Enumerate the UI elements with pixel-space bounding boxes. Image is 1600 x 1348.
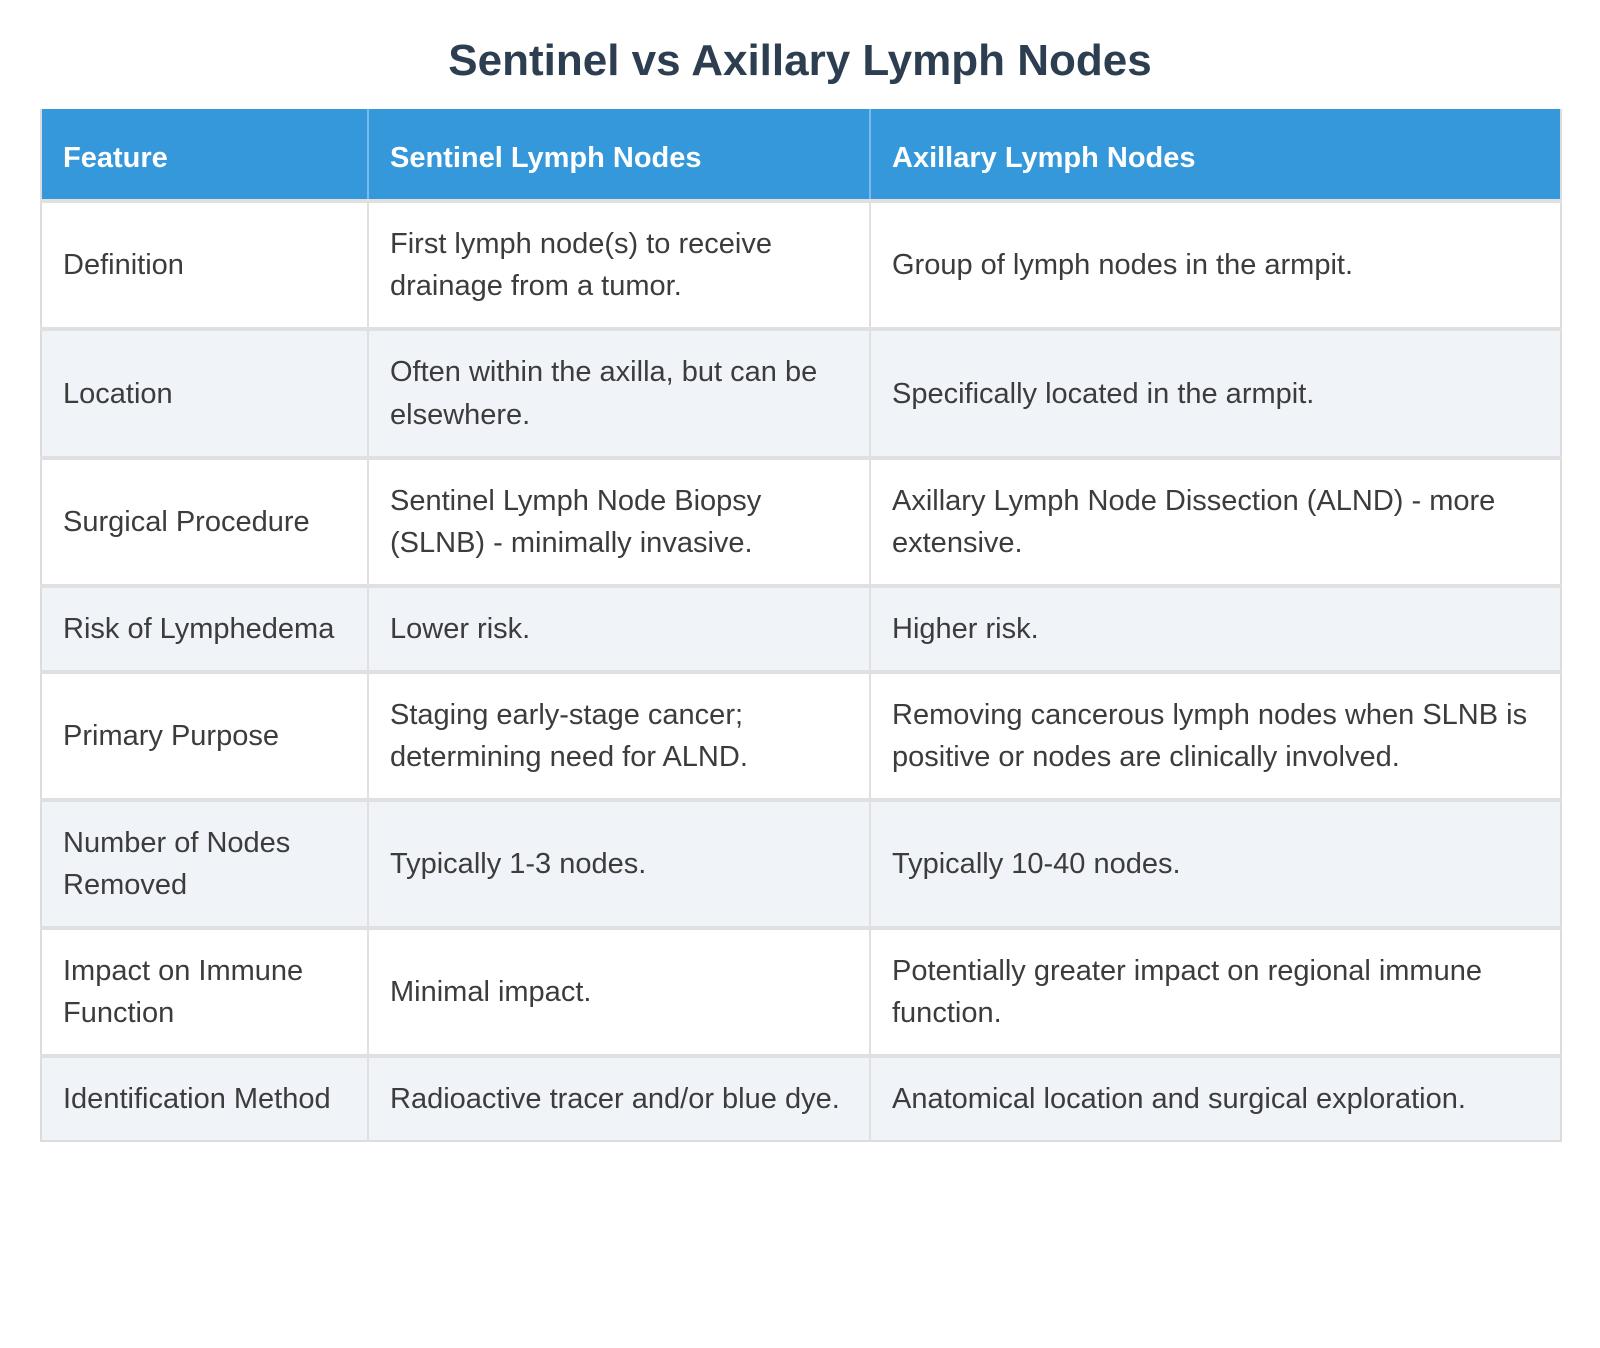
table-row: Impact on Immune Function Minimal impact… [41,925,1561,1056]
sentinel-cell: Staging early-stage cancer; determining … [367,669,870,800]
comparison-table: Feature Sentinel Lymph Nodes Axillary Ly… [40,108,1562,1143]
table-body: Definition First lymph node(s) to receiv… [41,199,1561,1142]
feature-cell: Definition [41,199,368,330]
table-row: Primary Purpose Staging early-stage canc… [41,669,1561,800]
feature-cell: Surgical Procedure [41,455,368,586]
sentinel-cell: Sentinel Lymph Node Biopsy (SLNB) - mini… [367,455,870,586]
sentinel-cell: Often within the axilla, but can be else… [367,327,870,458]
axillary-cell: Potentially greater impact on regional i… [869,925,1561,1056]
axillary-cell: Group of lymph nodes in the armpit. [869,199,1561,330]
feature-cell: Impact on Immune Function [41,925,368,1056]
table-row: Number of Nodes Removed Typically 1-3 no… [41,797,1561,928]
column-header-axillary: Axillary Lymph Nodes [869,108,1561,202]
axillary-cell: Typically 10-40 nodes. [869,797,1561,928]
axillary-cell: Anatomical location and surgical explora… [869,1053,1561,1142]
feature-cell: Risk of Lymphedema [41,583,368,672]
table-row: Identification Method Radioactive tracer… [41,1053,1561,1142]
axillary-cell: Specifically located in the armpit. [869,327,1561,458]
table-row: Definition First lymph node(s) to receiv… [41,199,1561,330]
feature-cell: Identification Method [41,1053,368,1142]
axillary-cell: Higher risk. [869,583,1561,672]
sentinel-cell: First lymph node(s) to receive drainage … [367,199,870,330]
sentinel-cell: Radioactive tracer and/or blue dye. [367,1053,870,1142]
table-row: Location Often within the axilla, but ca… [41,327,1561,458]
column-header-sentinel: Sentinel Lymph Nodes [367,108,870,202]
sentinel-cell: Minimal impact. [367,925,870,1056]
feature-cell: Location [41,327,368,458]
header-row: Feature Sentinel Lymph Nodes Axillary Ly… [41,108,1561,202]
column-header-feature: Feature [41,108,368,202]
sentinel-cell: Typically 1-3 nodes. [367,797,870,928]
feature-cell: Number of Nodes Removed [41,797,368,928]
sentinel-cell: Lower risk. [367,583,870,672]
table-row: Risk of Lymphedema Lower risk. Higher ri… [41,583,1561,672]
axillary-cell: Removing cancerous lymph nodes when SLNB… [869,669,1561,800]
axillary-cell: Axillary Lymph Node Dissection (ALND) - … [869,455,1561,586]
page-title: Sentinel vs Axillary Lymph Nodes [448,36,1152,85]
table-row: Surgical Procedure Sentinel Lymph Node B… [41,455,1561,586]
feature-cell: Primary Purpose [41,669,368,800]
